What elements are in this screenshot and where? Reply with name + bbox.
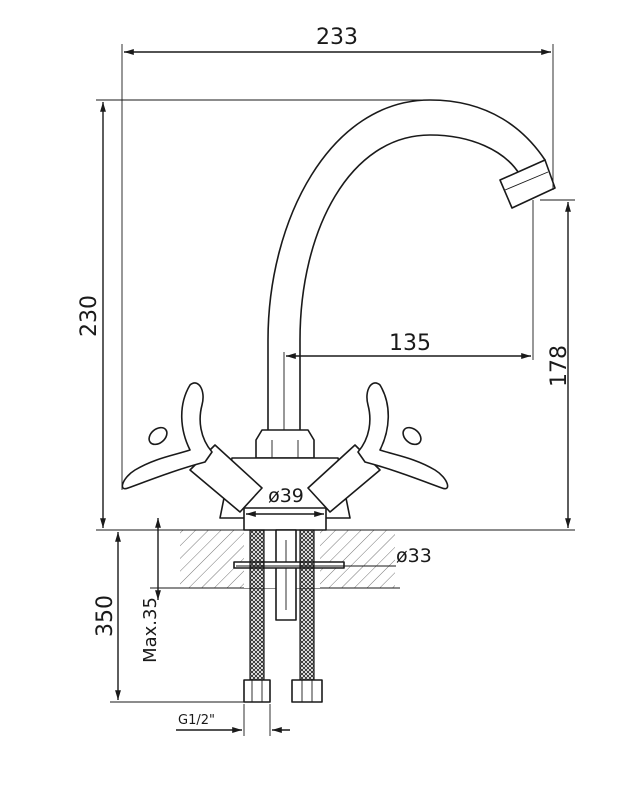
dimension-overall-width: 233	[121, 25, 554, 490]
mounting-shank	[233, 529, 345, 621]
hose-length-label: 350	[93, 595, 118, 637]
overall-width-label: 233	[316, 25, 358, 50]
left-handle	[121, 382, 263, 513]
dimension-spout-reach: 135	[283, 200, 534, 430]
dimension-overall-height: 230	[77, 99, 430, 531]
dimension-counter-thickness: Max.35	[140, 518, 180, 663]
dimension-thread: G1/2"	[176, 704, 290, 736]
valve-body	[219, 429, 351, 531]
dimension-mounting-hole: ø33	[236, 545, 432, 567]
thread-size-label: G1/2"	[178, 713, 215, 728]
right-handle	[307, 382, 449, 513]
spout-reach-label: 135	[389, 331, 431, 356]
mounting-hole-label: ø33	[396, 545, 432, 567]
left-hose	[243, 529, 271, 703]
spout-clearance-label: 178	[547, 345, 572, 387]
aerator-icon	[499, 159, 556, 209]
counter-thickness-label: Max.35	[140, 597, 161, 663]
dimension-body-diameter: ø39	[243, 485, 327, 522]
spout-nut	[255, 429, 315, 459]
dimension-hose-length: 350	[93, 532, 246, 703]
overall-height-label: 230	[77, 295, 102, 337]
dimension-spout-clearance: 178	[400, 199, 575, 531]
spout	[267, 99, 556, 441]
right-hose	[291, 529, 323, 703]
body-diameter-label: ø39	[268, 485, 304, 507]
